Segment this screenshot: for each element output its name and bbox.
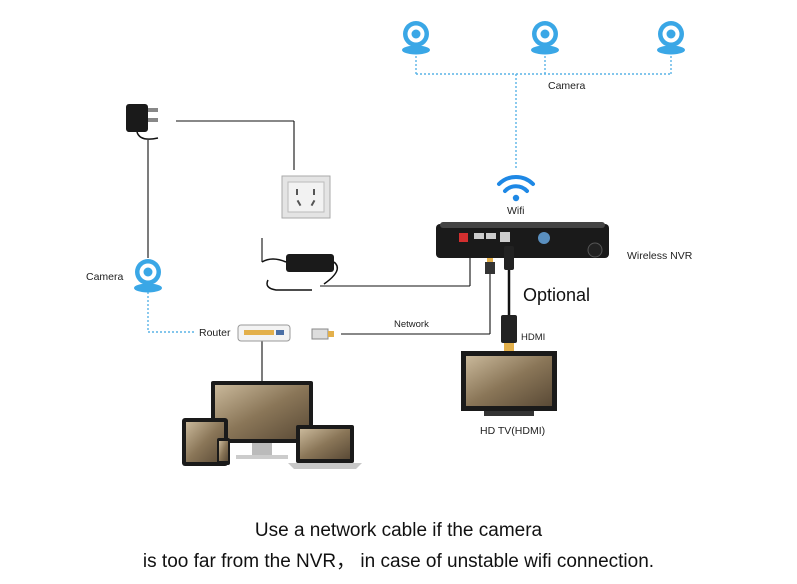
- wireless-nvr-label: Wireless NVR: [627, 250, 693, 262]
- network-plug-icon: [485, 258, 495, 274]
- camera-icon: [134, 259, 162, 293]
- optional-label: Optional: [523, 285, 591, 305]
- router-label: Router: [199, 327, 231, 339]
- wifi-icon: [497, 174, 535, 202]
- tv-icon: [461, 351, 557, 416]
- camera-icon: [531, 21, 559, 55]
- camera-label: Camera: [548, 80, 586, 92]
- camera-icon: [402, 21, 430, 55]
- network-label: Network: [394, 319, 429, 330]
- caption-line-2: is too far from the NVR， in case of unst…: [142, 551, 655, 572]
- hdmi-label: HDMI: [521, 332, 546, 343]
- wall-socket-icon: [281, 175, 331, 219]
- nvr-device: [436, 222, 609, 258]
- power-and-network-cables: [147, 120, 491, 386]
- power-adapter-icon: [126, 104, 159, 140]
- wifi-camera-links: [147, 52, 672, 333]
- router-device: [237, 324, 291, 342]
- power-brick-icon: [261, 254, 339, 291]
- hdmi-cable: [501, 246, 517, 351]
- computer-icon: [182, 381, 362, 469]
- camera-icon: [657, 21, 685, 55]
- camera-label: Camera: [86, 271, 124, 283]
- wifi-label: Wifi: [507, 205, 525, 217]
- network-plug-icon: [311, 328, 334, 340]
- hd-tv-label: HD TV(HDMI): [480, 425, 546, 437]
- caption-line-1: Use a network cable if the camera: [254, 520, 543, 541]
